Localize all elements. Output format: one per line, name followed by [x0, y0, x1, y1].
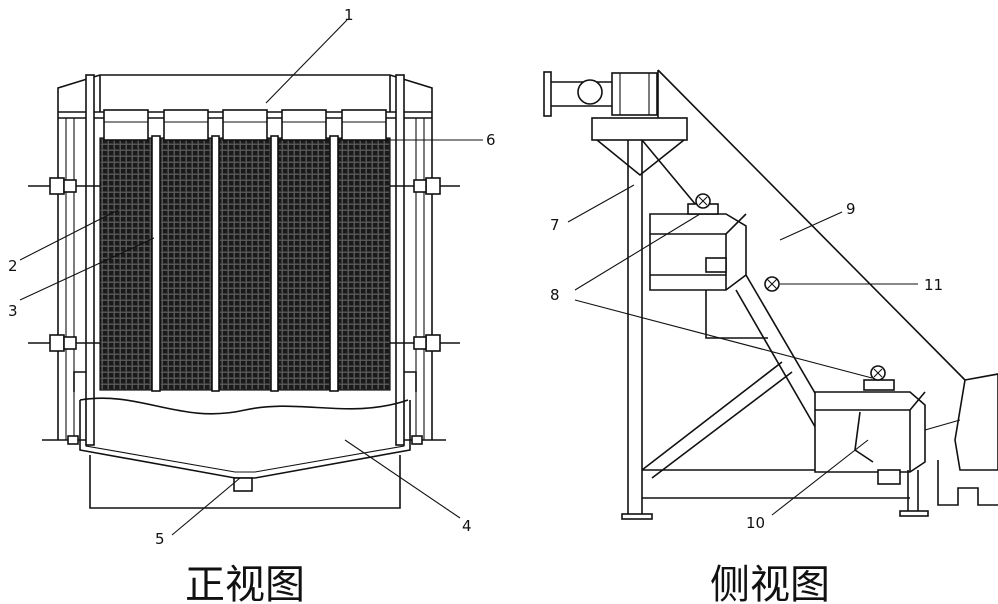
side-view-drawing: [543, 69, 998, 520]
label-8: 8: [550, 286, 560, 304]
front-view-caption: 正视图: [185, 562, 305, 604]
label-3: 3: [8, 302, 18, 320]
label-4: 4: [462, 517, 472, 535]
label-7: 7: [550, 216, 560, 234]
front-view-labels: 1 2 3 4 5 6: [8, 6, 496, 548]
side-view-leaders: [567, 184, 918, 516]
label-5: 5: [155, 530, 165, 548]
label-9: 9: [846, 200, 856, 218]
side-view-labels: 7 8 9 10 11: [550, 200, 943, 532]
front-view-leaders: [19, 19, 483, 536]
label-2: 2: [8, 257, 18, 275]
label-10: 10: [746, 514, 765, 532]
side-view-caption: 侧视图: [710, 562, 830, 604]
label-11: 11: [924, 276, 943, 294]
label-1: 1: [344, 6, 354, 24]
label-6: 6: [486, 131, 496, 149]
front-view-drawing: [28, 74, 460, 509]
